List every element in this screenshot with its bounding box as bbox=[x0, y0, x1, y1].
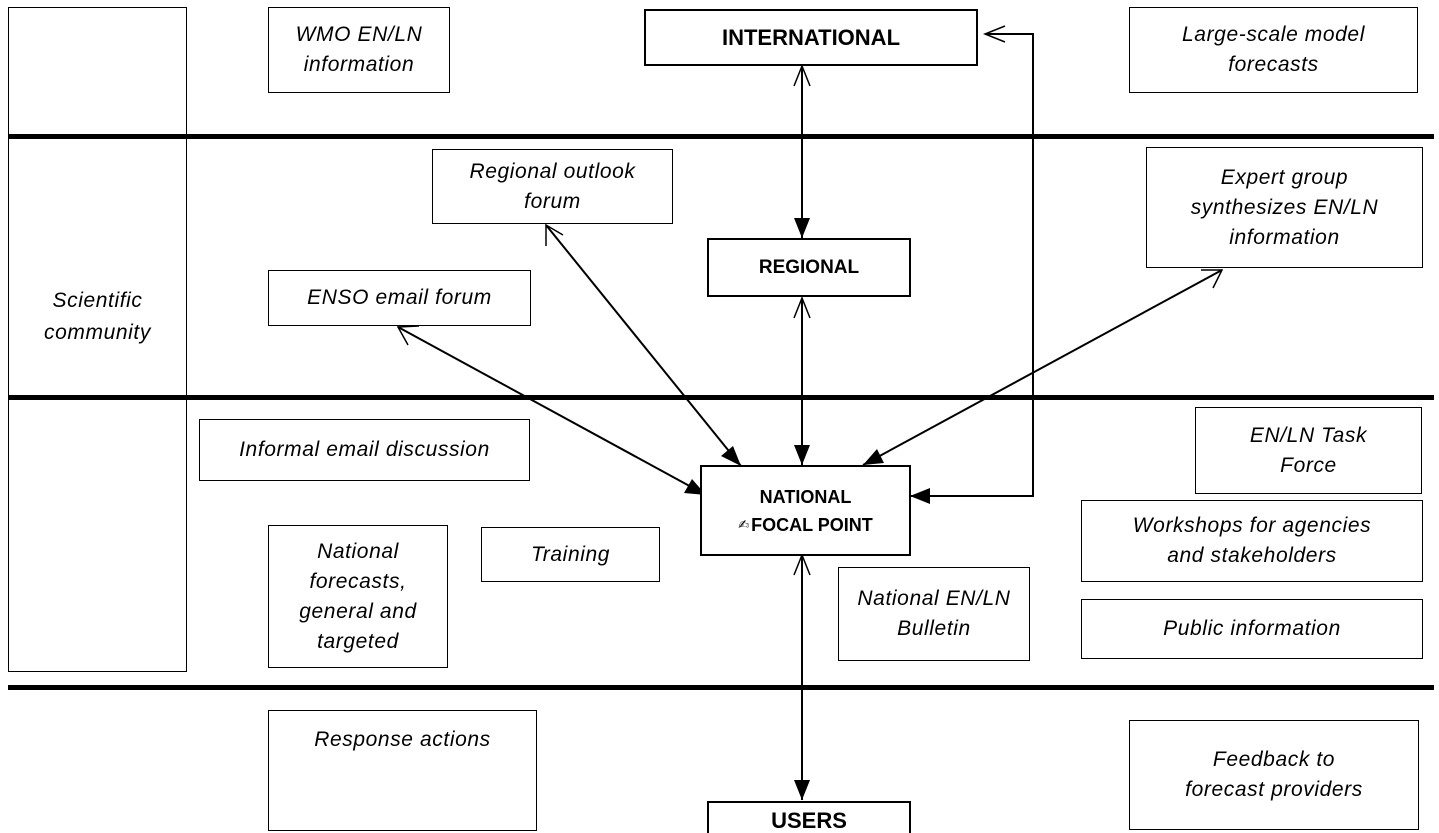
side-label-scientific-community: Scientific community bbox=[44, 289, 151, 344]
arrowhead-left-international bbox=[982, 25, 1006, 43]
level-national-label: NATIONAL bbox=[759, 486, 852, 507]
arrowhead-up-national-bottom bbox=[793, 552, 811, 576]
box-enso-email-forum-text: ENSO email forum bbox=[307, 286, 492, 309]
box-national-forecasts-text: National forecasts, general and targeted bbox=[299, 539, 417, 653]
level-focal-point-label: FOCAL POINT bbox=[751, 514, 873, 535]
box-national-bulletin-text: National EN/LN Bulletin bbox=[857, 587, 1011, 640]
box-feedback-text: Feedback to forecast providers bbox=[1185, 748, 1363, 801]
box-wmo-info-text: WMO EN/LN information bbox=[295, 23, 423, 76]
box-feedback: Feedback to forecast providers bbox=[1129, 720, 1419, 830]
arrowhead-national-from-forum bbox=[721, 446, 741, 466]
pen-icon: ✍ bbox=[738, 516, 750, 532]
box-training: Training bbox=[481, 527, 660, 582]
arrowhead-down-regional bbox=[794, 218, 810, 238]
arrowhead-down-national bbox=[794, 445, 810, 465]
arrowhead-national-from-expert bbox=[863, 449, 884, 465]
box-response-actions: Response actions bbox=[268, 710, 537, 831]
box-wmo-info: WMO EN/LN information bbox=[268, 7, 450, 93]
box-expert-group-text: Expert group synthesizes EN/LN informati… bbox=[1190, 165, 1379, 249]
box-workshops: Workshops for agencies and stakeholders bbox=[1081, 500, 1423, 582]
box-large-scale-forecasts: Large-scale model forecasts bbox=[1129, 7, 1418, 93]
band-separator-bottom bbox=[8, 685, 1434, 690]
arrowhead-up-regional bbox=[793, 295, 811, 319]
box-informal-email-discussion-text: Informal email discussion bbox=[239, 438, 490, 461]
box-public-information-text: Public information bbox=[1163, 617, 1341, 640]
arrow-national-international-loop bbox=[910, 33, 1034, 497]
arrowhead-down-users bbox=[794, 780, 810, 800]
box-informal-email-discussion: Informal email discussion bbox=[199, 419, 530, 481]
box-national-forecasts: National forecasts, general and targeted bbox=[268, 525, 448, 668]
box-task-force: EN/LN Task Force bbox=[1195, 407, 1422, 494]
box-public-information: Public information bbox=[1081, 599, 1423, 659]
arrow-expert-national bbox=[862, 269, 1223, 466]
box-large-scale-forecasts-text: Large-scale model forecasts bbox=[1182, 23, 1365, 76]
box-regional-outlook-forum-text: Regional outlook forum bbox=[469, 159, 636, 213]
band-separator-middle bbox=[8, 395, 1434, 400]
arrowhead-regional-forum bbox=[545, 223, 564, 246]
box-expert-group: Expert group synthesizes EN/LN informati… bbox=[1146, 147, 1423, 268]
side-column bbox=[8, 7, 187, 672]
box-task-force-text: EN/LN Task Force bbox=[1249, 423, 1368, 477]
box-enso-email-forum: ENSO email forum bbox=[268, 270, 531, 326]
arrowhead-up-international bbox=[793, 63, 811, 87]
box-response-actions-text: Response actions bbox=[314, 728, 491, 751]
level-regional-label: REGIONAL bbox=[758, 256, 860, 278]
level-international-label: INTERNATIONAL bbox=[721, 24, 901, 50]
box-national-bulletin: National EN/LN Bulletin bbox=[838, 567, 1030, 661]
level-international-box: INTERNATIONAL bbox=[644, 9, 978, 66]
band-separator-top bbox=[8, 134, 1434, 139]
level-national-box: NATIONAL ✍ FOCAL POINT bbox=[700, 465, 911, 556]
arrowhead-expert bbox=[1201, 269, 1224, 289]
arrowhead-enso bbox=[396, 325, 420, 346]
level-regional-box: REGIONAL bbox=[707, 238, 911, 297]
box-regional-outlook-forum: Regional outlook forum bbox=[432, 149, 673, 224]
level-users-label: USERS bbox=[771, 808, 847, 833]
arrowhead-left-national bbox=[910, 488, 930, 504]
level-users-box: USERS bbox=[707, 801, 911, 833]
box-training-text: Training bbox=[530, 542, 611, 566]
box-workshops-text: Workshops for agencies and stakeholders bbox=[1132, 514, 1372, 567]
